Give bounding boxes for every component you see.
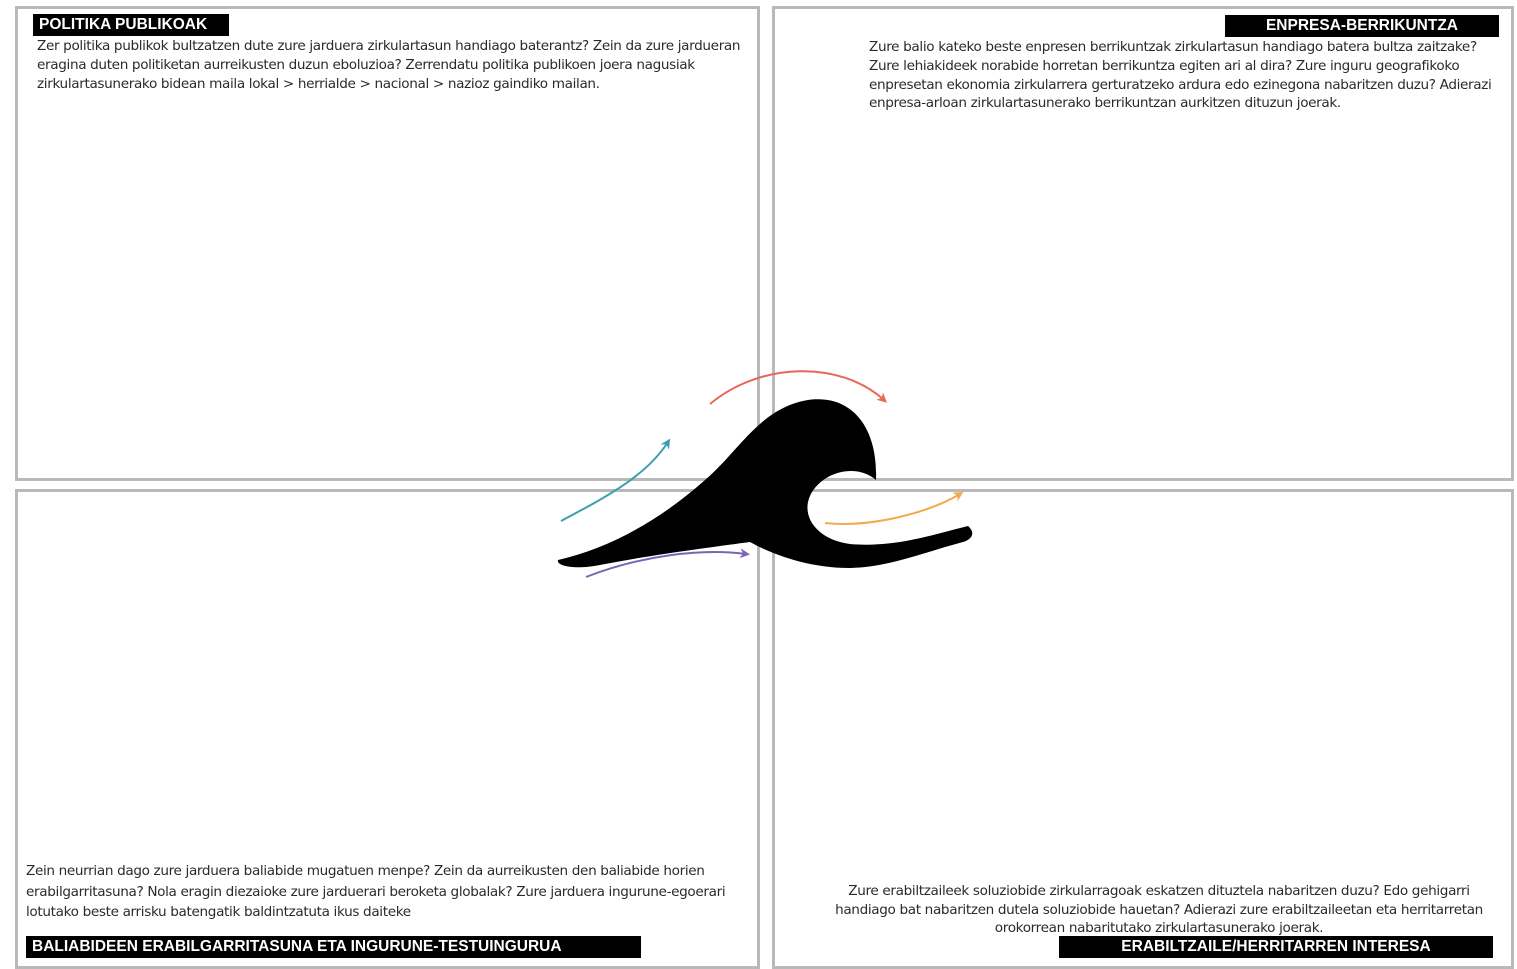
arrow-coral-icon (710, 371, 884, 404)
arrow-teal-icon (561, 442, 668, 521)
wave-icon (558, 399, 972, 568)
arrow-orange-icon (825, 494, 960, 524)
